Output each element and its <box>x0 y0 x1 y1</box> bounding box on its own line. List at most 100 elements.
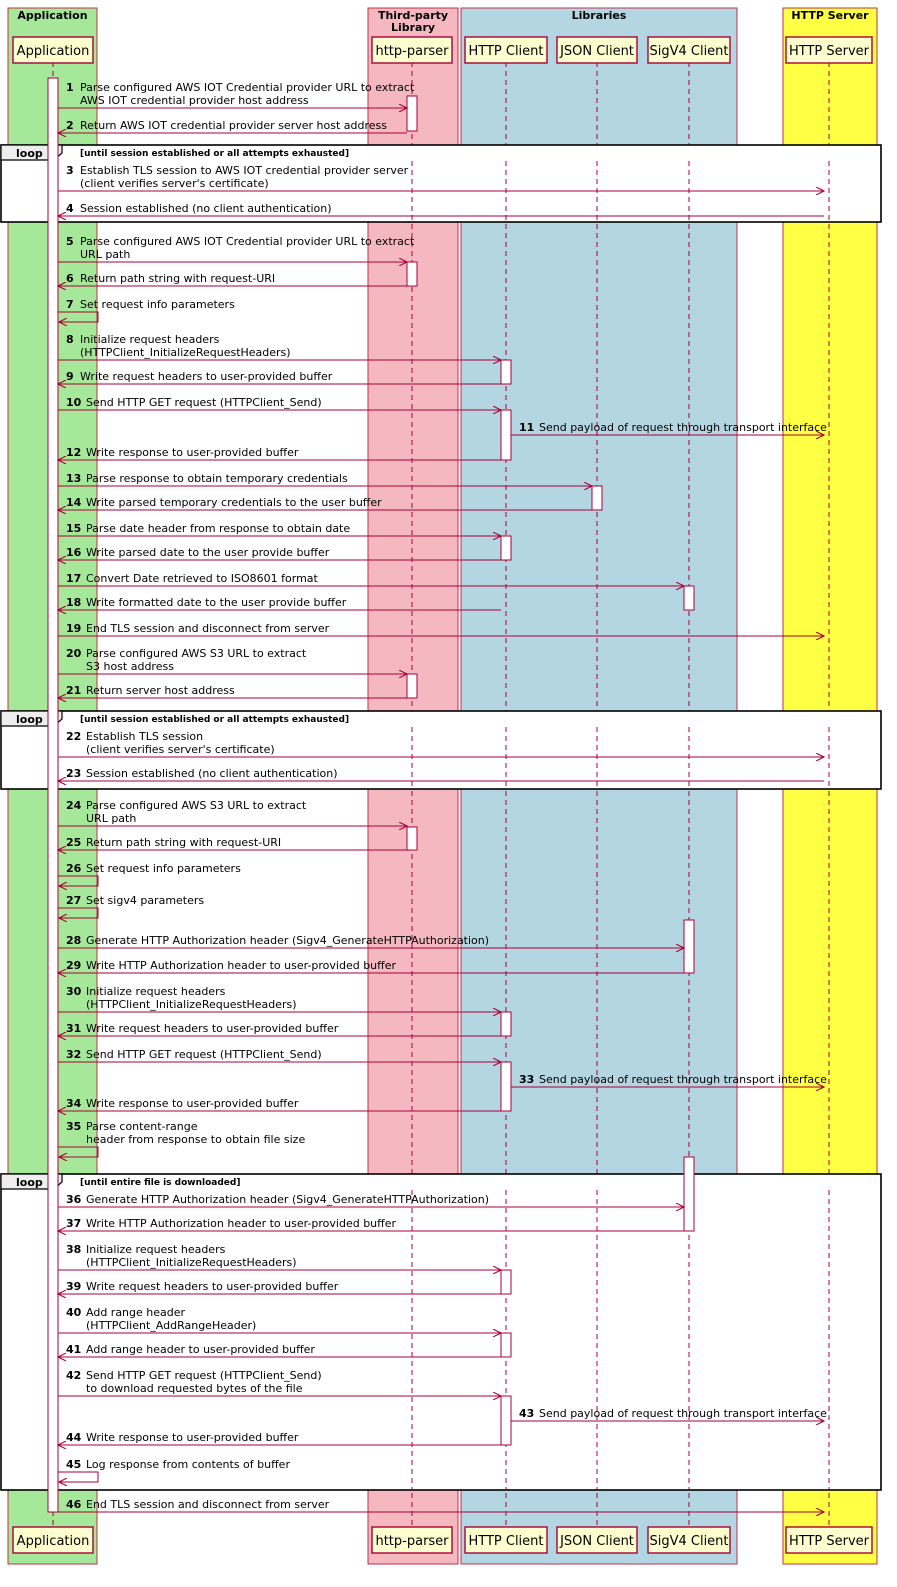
message-text: URL path <box>86 812 136 825</box>
message-text: Parse content-range <box>86 1120 198 1133</box>
message-text: to download requested bytes of the file <box>86 1382 303 1395</box>
message-number: 25 <box>66 836 81 849</box>
message-text: Return AWS IOT credential provider serve… <box>80 119 387 132</box>
message-number: 26 <box>66 862 82 875</box>
message-text: Return path string with request-URI <box>80 272 275 285</box>
message-text: Write HTTP Authorization header to user-… <box>86 1217 396 1230</box>
message-arrow <box>58 311 99 322</box>
activation-bar-app <box>47 77 59 1513</box>
message-text: S3 host address <box>86 660 174 673</box>
message-number: 35 <box>66 1120 81 1133</box>
message-text: Send payload of request through transpor… <box>539 421 827 434</box>
message-text: Write response to user-provided buffer <box>86 446 299 459</box>
message-number: 37 <box>66 1217 81 1230</box>
message-number: 23 <box>66 767 81 780</box>
activation-bar-parser <box>406 261 418 287</box>
participant-label: Application <box>17 44 90 59</box>
loop-frame-3 <box>0 1173 882 1491</box>
message-text: Establish TLS session to AWS IOT credent… <box>80 164 409 177</box>
message-text: Generate HTTP Authorization header (Sigv… <box>86 934 489 947</box>
activation-bar-sigv4 <box>683 1156 695 1232</box>
message-number: 8 <box>66 333 74 346</box>
loop-condition: [until session established or all attemp… <box>80 149 349 159</box>
message-text: Set request info parameters <box>86 862 241 875</box>
loop-condition: [until session established or all attemp… <box>80 715 349 725</box>
message-number: 27 <box>66 894 81 907</box>
message-text: Convert Date retrieved to ISO8601 format <box>86 572 319 585</box>
message-text: Write response to user-provided buffer <box>86 1431 299 1444</box>
message-number: 28 <box>66 934 81 947</box>
message-number: 29 <box>66 959 81 972</box>
message-number: 9 <box>66 370 74 383</box>
message-number: 14 <box>66 496 82 509</box>
message-text: Session established (no client authentic… <box>80 202 332 215</box>
message-number: 7 <box>66 298 74 311</box>
activation-bar-http <box>500 535 512 561</box>
message-text: Parse date header from response to obtai… <box>86 522 350 535</box>
participant-server-header <box>785 36 873 64</box>
box-3-title: HTTP Server <box>791 9 869 22</box>
message-text: End TLS session and disconnect from serv… <box>86 1498 330 1511</box>
message-number: 17 <box>66 572 81 585</box>
participant-label: JSON Client <box>559 44 634 59</box>
message-text: Write formatted date to the user provide… <box>86 596 347 609</box>
message-text: (HTTPClient_InitializeRequestHeaders) <box>86 998 297 1011</box>
message-text: Session established (no client authentic… <box>86 767 338 780</box>
message-text: Parse configured AWS S3 URL to extract <box>86 647 307 660</box>
message-text: Add range header to user-provided buffer <box>86 1343 315 1356</box>
box-0-title: Application <box>17 9 87 22</box>
message-number: 4 <box>66 202 74 215</box>
participant-label: SigV4 Client <box>649 44 728 59</box>
participant-parser-header <box>371 36 453 64</box>
message-text: Write parsed temporary credentials to th… <box>86 496 382 509</box>
participant-label: SigV4 Client <box>649 1534 728 1549</box>
message-number: 19 <box>66 622 81 635</box>
message-number: 39 <box>66 1280 81 1293</box>
message-number: 15 <box>66 522 81 535</box>
message-text: Send payload of request through transpor… <box>539 1073 827 1086</box>
participant-label: JSON Client <box>559 1534 634 1549</box>
message-number: 33 <box>519 1073 534 1086</box>
message-text: URL path <box>80 248 130 261</box>
participant-label: Application <box>17 1534 90 1549</box>
loop-keyword: loop <box>16 713 43 726</box>
message-number: 31 <box>66 1022 81 1035</box>
loop-frame-2 <box>0 710 882 790</box>
message-number: 2 <box>66 119 74 132</box>
message-number: 42 <box>66 1369 81 1382</box>
message-number: 21 <box>66 684 81 697</box>
activation-bar-http <box>500 359 512 385</box>
message-number: 10 <box>66 396 82 409</box>
message-number: 34 <box>66 1097 82 1110</box>
message-text: header from response to obtain file size <box>86 1133 305 1146</box>
participant-json-header <box>556 36 638 64</box>
activation-bar-http <box>500 1332 512 1358</box>
participant-sigv4-header <box>647 36 731 64</box>
message-number: 5 <box>66 235 74 248</box>
message-arrow <box>58 875 99 886</box>
message-text: Write request headers to user-provided b… <box>86 1022 339 1035</box>
message-number: 45 <box>66 1458 81 1471</box>
message-text: Return path string with request-URI <box>86 836 281 849</box>
message-text: Send HTTP GET request (HTTPClient_Send) <box>86 1048 322 1061</box>
message-text: Initialize request headers <box>86 985 226 998</box>
participant-label: HTTP Server <box>789 1534 870 1549</box>
activation-bar-http <box>500 1061 512 1112</box>
message-text: Set request info parameters <box>80 298 235 311</box>
message-text: End TLS session and disconnect from serv… <box>86 622 330 635</box>
message-text: Write HTTP Authorization header to user-… <box>86 959 396 972</box>
participant-sigv4-footer <box>647 1526 731 1554</box>
activation-bar-json <box>591 485 603 511</box>
message-number: 13 <box>66 472 81 485</box>
activation-bar-http <box>500 1395 512 1446</box>
participant-http-footer <box>464 1526 548 1554</box>
activation-bar-parser <box>406 673 418 699</box>
activation-bar-sigv4 <box>683 585 695 611</box>
message-number: 16 <box>66 546 82 559</box>
message-text: (client verifies server's certificate) <box>80 177 269 190</box>
message-text: (HTTPClient_InitializeRequestHeaders) <box>80 346 291 359</box>
message-text: Parse configured AWS IOT Credential prov… <box>80 81 415 94</box>
message-arrow <box>58 1471 99 1482</box>
